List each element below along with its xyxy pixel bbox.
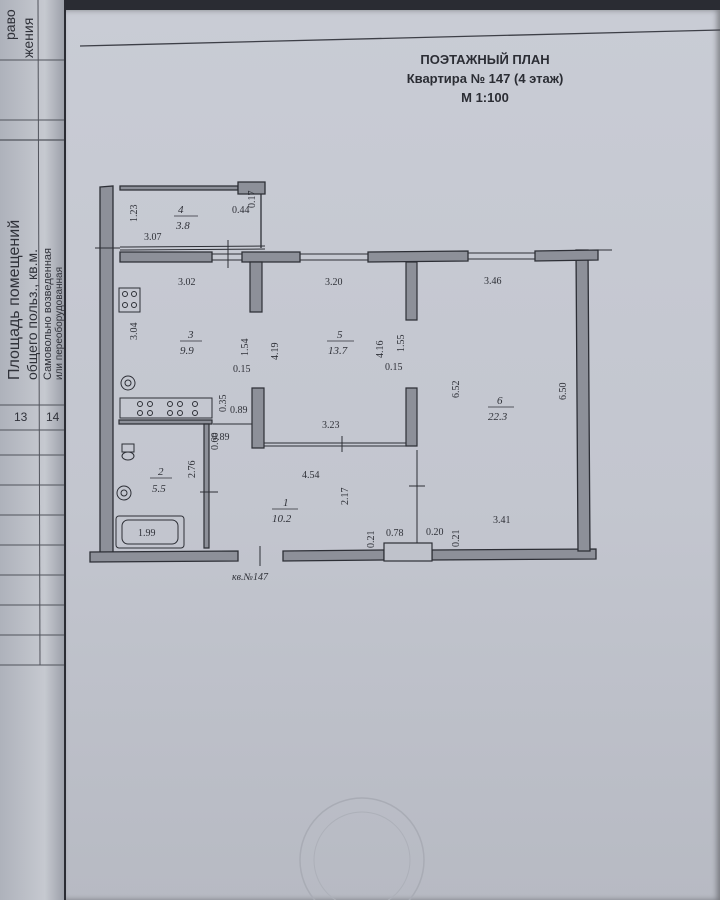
dim-0-60: 0.60 [210,433,221,451]
room-3-number: 3 [187,329,194,341]
left-page-col-num-14: 14 [46,410,60,424]
dim-0-20: 0.20 [426,527,444,538]
dim-0-89-b: 0.89 [212,432,230,443]
room-4-area: 3.8 [175,220,190,232]
dim-1-99: 1.99 [138,528,156,539]
dim-0-78: 0.78 [386,528,404,539]
washbasin-icon [116,485,132,501]
dim-4-16: 4.16 [375,341,386,359]
room-3-area: 9.9 [180,345,194,357]
dim-4-19: 4.19 [270,343,281,361]
room-1-number: 1 [283,497,289,509]
dim-3-41: 3.41 [493,515,511,526]
room-6-number: 6 [497,395,503,407]
dim-3-46: 3.46 [484,276,502,287]
dim-1-23: 1.23 [129,205,140,223]
room-4-number: 4 [178,204,184,216]
plan-scale: М 1:100 [461,90,509,105]
plan-sheet [66,10,720,900]
dim-4-54: 4.54 [302,470,320,481]
inner-walls [118,261,418,549]
dim-3-23: 3.23 [322,420,340,431]
kitchen-appliances [118,287,213,419]
thin-partitions [213,423,418,548]
dim-2-76: 2.76 [187,461,198,479]
left-page-table [0,0,64,666]
dim-0-21-b: 0.21 [451,530,462,548]
door-ticks [200,240,425,566]
room-5-number: 5 [337,329,343,341]
faint-stamp [299,797,425,900]
dim-0-44: 0.44 [232,205,250,216]
left-page: раво жения Площадь помещений общего поль… [0,0,64,900]
dim-1-55: 1.55 [396,335,407,353]
vertical-dimension-labels: 1.23 0.17 3.04 1.54 4.19 4.16 1.55 6.52 … [129,191,569,549]
dim-0-15-b: 0.15 [385,362,403,373]
dim-6-52: 6.52 [451,381,462,399]
left-page-col-num-13: 13 [14,410,28,424]
plan-apartment: Квартира № 147 (4 этаж) [406,71,564,86]
entrance-door [383,542,433,562]
entrance-label: кв.№147 [232,572,269,583]
dim-1-54: 1.54 [240,339,251,357]
room-labels: 4 3.8 3 9.9 5 13.7 6 22.3 2 5.5 1 10.2 [150,204,514,525]
dim-3-20: 3.20 [325,277,343,288]
bathtub-icon [115,515,185,549]
dim-3-07: 3.07 [144,232,162,243]
room-6-area: 22.3 [488,411,508,423]
dim-6-50: 6.50 [558,383,569,401]
room-1-area: 10.2 [272,513,292,525]
kitchen-counter-icon [119,397,213,419]
windows [95,245,612,261]
kitchen-sink-icon [120,375,136,391]
dim-0-35: 0.35 [218,395,229,413]
room-2-number: 2 [158,466,164,478]
sheet-frame-line [79,29,720,47]
room-2-area: 5.5 [152,483,166,495]
dim-0-15-a: 0.15 [233,364,251,375]
dim-0-89-a: 0.89 [230,405,248,416]
stove-icon [118,287,141,313]
room-5-area: 13.7 [328,345,348,357]
dim-0-17: 0.17 [247,191,258,209]
dim-2-17: 2.17 [340,488,351,506]
toilet-icon [121,443,135,453]
plan-title: ПОЭТАЖНЫЙ ПЛАН [420,52,550,67]
dim-0-21-a: 0.21 [366,531,377,549]
dimension-labels: 3.07 0.44 3.02 3.20 3.46 0.15 0.15 0.89 … [138,205,511,539]
bathroom-fixtures [115,443,185,549]
dim-3-04: 3.04 [129,323,140,341]
dim-3-02: 3.02 [178,277,196,288]
